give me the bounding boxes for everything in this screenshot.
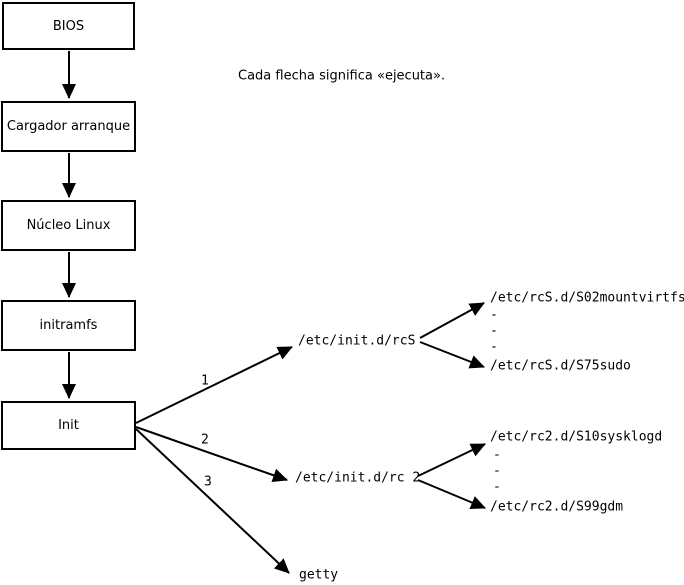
arrow-rc2-to-s99gdm [417, 479, 486, 510]
box-linux-kernel: Núcleo Linux [1, 200, 136, 251]
node-rcs-s75sudo: /etc/rcS.d/S75sudo [490, 358, 631, 374]
box-initramfs: initramfs [1, 300, 136, 351]
ellipsis-dash: - [493, 479, 501, 495]
ellipsis-dash: - [493, 463, 501, 479]
node-rc2-s99gdm: /etc/rc2.d/S99gdm [490, 499, 624, 515]
node-rcs-s02mountvirtfs: /etc/rcS.d/S02mountvirtfs [490, 290, 684, 306]
arrow-init-to-rcs [135, 346, 293, 424]
arrow-rc2-to-s10sysklogd [417, 443, 486, 477]
node-rc2-s10sysklogd: /etc/rc2.d/S10sysklogd [490, 429, 663, 445]
box-initramfs-label: initramfs [39, 318, 98, 333]
box-bootloader: Cargador arranque [1, 101, 136, 152]
ellipsis-dash: - [490, 339, 498, 355]
arrow-label-2: 2 [201, 432, 209, 448]
arrow-rcs-to-s02mountvirtfs [419, 302, 485, 339]
box-init-label: Init [58, 418, 79, 433]
ellipsis-dash: - [493, 447, 501, 463]
arrow-init-to-getty [135, 428, 290, 574]
arrow-init-to-rc2 [135, 426, 288, 482]
box-bios: BIOS [2, 2, 135, 50]
node-getty: getty [299, 567, 339, 583]
arrow-label-1: 1 [201, 373, 209, 389]
ellipsis-dash: - [490, 323, 498, 339]
legend-annotation: Cada flecha significa «ejecuta». [238, 68, 446, 84]
ellipsis-dash: - [490, 307, 498, 323]
box-init: Init [1, 401, 136, 450]
box-bios-label: BIOS [52, 18, 85, 34]
box-bootloader-label: Cargador arranque [6, 119, 131, 134]
node-etc-init-d-rc2: /etc/init.d/rc 2 [295, 470, 421, 486]
box-linux-kernel-label: Núcleo Linux [26, 218, 111, 233]
node-etc-init-d-rcs: /etc/init.d/rcS [298, 333, 416, 349]
arrow-label-3: 3 [204, 474, 212, 490]
arrow-rcs-to-s75sudo [419, 341, 485, 369]
